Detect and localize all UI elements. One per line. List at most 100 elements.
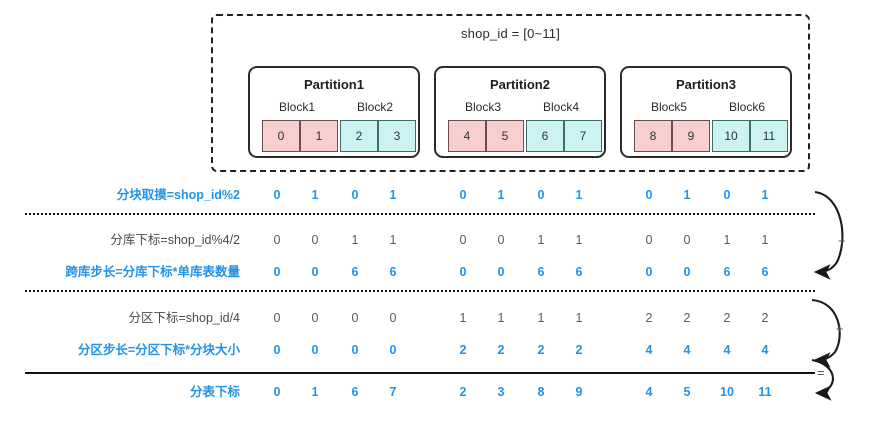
row-label: 跨库步长=分库下标*单库表数量 <box>65 265 240 279</box>
value-cell: 0 <box>311 311 319 325</box>
operator-plus-bottom: + <box>836 321 844 336</box>
value-cell: 0 <box>273 343 281 357</box>
value-cell: 0 <box>351 343 359 357</box>
data-cell: 11 <box>750 120 788 152</box>
value-cell: 0 <box>537 188 545 202</box>
shop-id-range-label: shop_id = [0~11] <box>460 26 561 41</box>
value-cell: 0 <box>273 188 281 202</box>
value-cell: 0 <box>311 233 319 247</box>
data-cell: 4 <box>448 120 486 152</box>
row-label: 分区下标=shop_id/4 <box>128 311 240 325</box>
block-cells: 2 3 <box>340 120 416 152</box>
value-group: 0 0 0 0 <box>255 341 441 359</box>
value-cell: 0 <box>683 233 691 247</box>
value-group: 0 1 0 1 <box>255 186 441 204</box>
partition-title: Partition2 <box>490 77 550 92</box>
partition-box-1: Partition1 Block1 Block2 0 1 2 3 <box>248 66 420 158</box>
value-cell: 3 <box>497 385 505 399</box>
block-cells: 10 11 <box>712 120 788 152</box>
divider-dotted-1 <box>25 213 815 215</box>
value-cell: 0 <box>351 311 359 325</box>
value-cell: 2 <box>497 343 505 357</box>
data-cell: 10 <box>712 120 750 152</box>
value-group: 0 1 0 1 <box>441 186 627 204</box>
value-cell: 2 <box>459 343 467 357</box>
value-cell: 1 <box>389 188 397 202</box>
formula-row-partition-stride: 分区步长=分区下标*分块大小 0 0 0 0 2 2 2 2 4 4 4 4 <box>0 341 873 359</box>
data-cell: 8 <box>634 120 672 152</box>
operator-equals: = <box>817 365 825 380</box>
value-cell: 0 <box>389 311 397 325</box>
value-cell: 1 <box>497 311 505 325</box>
data-cell: 7 <box>564 120 602 152</box>
value-group: 1 1 1 1 <box>441 309 627 327</box>
formula-row-mod: 分块取摸=shop_id%2 0 1 0 1 0 1 0 1 0 1 0 1 <box>0 186 873 204</box>
value-cell: 1 <box>459 311 467 325</box>
partition-box-2: Partition2 Block3 Block4 4 5 6 7 <box>434 66 606 158</box>
block-cells: 0 1 <box>262 120 338 152</box>
value-cell: 1 <box>389 233 397 247</box>
partition-box-3: Partition3 Block5 Block6 8 9 10 11 <box>620 66 792 158</box>
value-cell: 0 <box>311 265 319 279</box>
value-cell: 10 <box>720 385 734 399</box>
value-cell: 0 <box>497 265 505 279</box>
row-label: 分库下标=shop_id%4/2 <box>110 233 240 247</box>
value-cell: 1 <box>761 233 769 247</box>
formula-row-db-index: 分库下标=shop_id%4/2 0 0 1 1 0 0 1 1 0 0 1 1 <box>0 231 873 249</box>
value-group: 0 0 1 1 <box>255 231 441 249</box>
value-group: 4 5 10 11 <box>627 383 813 401</box>
data-cell: 5 <box>486 120 524 152</box>
value-cell: 0 <box>351 188 359 202</box>
data-cell: 6 <box>526 120 564 152</box>
data-cell: 1 <box>300 120 338 152</box>
block-cells: 4 5 <box>448 120 524 152</box>
value-cell: 0 <box>273 311 281 325</box>
formula-row-db-stride: 跨库步长=分库下标*单库表数量 0 0 6 6 0 0 6 6 0 0 6 6 <box>0 263 873 281</box>
value-group: 0 0 0 0 <box>255 309 441 327</box>
value-cell: 6 <box>575 265 583 279</box>
value-cell: 0 <box>459 233 467 247</box>
value-cell: 1 <box>497 188 505 202</box>
value-cell: 1 <box>761 188 769 202</box>
partition-title: Partition3 <box>676 77 736 92</box>
value-cell: 6 <box>723 265 731 279</box>
value-cell: 0 <box>683 265 691 279</box>
divider-dotted-2 <box>25 290 815 292</box>
value-group: 0 0 6 6 <box>255 263 441 281</box>
value-cell: 0 <box>459 188 467 202</box>
value-cell: 0 <box>645 265 653 279</box>
value-group: 2 2 2 2 <box>441 341 627 359</box>
data-cell: 3 <box>378 120 416 152</box>
value-group: 4 4 4 4 <box>627 341 813 359</box>
value-cell: 2 <box>761 311 769 325</box>
value-cell: 2 <box>537 343 545 357</box>
value-cell: 1 <box>311 385 319 399</box>
block-label: Block3 <box>464 100 502 114</box>
value-cell: 1 <box>683 188 691 202</box>
value-cell: 9 <box>575 385 583 399</box>
value-cell: 0 <box>273 385 281 399</box>
block-label: Block5 <box>650 100 688 114</box>
block-cells: 8 9 <box>634 120 710 152</box>
divider-solid-total <box>25 372 815 374</box>
value-cell: 0 <box>459 265 467 279</box>
row-label: 分块取摸=shop_id%2 <box>116 188 240 202</box>
operator-plus-top: + <box>838 233 846 248</box>
block-label: Block2 <box>356 100 394 114</box>
value-group: 0 1 6 7 <box>255 383 441 401</box>
value-cell: 0 <box>645 233 653 247</box>
value-cell: 6 <box>761 265 769 279</box>
value-cell: 1 <box>537 233 545 247</box>
value-cell: 4 <box>761 343 769 357</box>
value-cell: 0 <box>273 233 281 247</box>
value-cell: 1 <box>311 188 319 202</box>
value-cell: 1 <box>537 311 545 325</box>
value-group: 0 0 6 6 <box>441 263 627 281</box>
value-cell: 4 <box>645 385 653 399</box>
value-cell: 4 <box>645 343 653 357</box>
data-cell: 9 <box>672 120 710 152</box>
value-cell: 1 <box>351 233 359 247</box>
value-cell: 0 <box>273 265 281 279</box>
value-group: 2 2 2 2 <box>627 309 813 327</box>
